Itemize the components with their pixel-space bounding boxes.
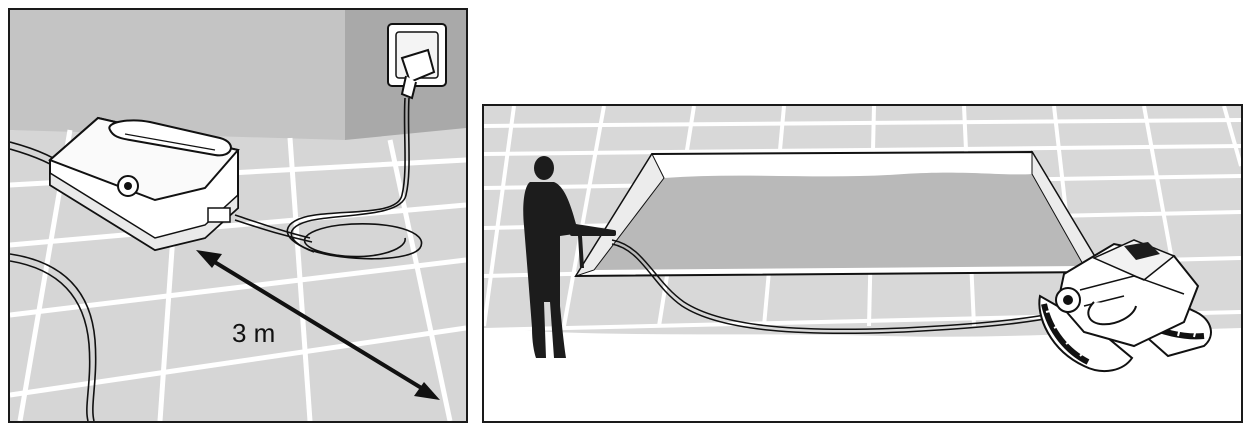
power-supply-placement-panel: 3 m [8,8,468,423]
pool-illustration [484,106,1241,421]
power-supply-icon [48,116,240,252]
foreground [484,328,1241,421]
power-cord-icon [234,97,423,260]
pool-robot-icon [1038,239,1212,373]
pool-deployment-panel [482,104,1243,423]
wall-socket-icon [387,23,447,100]
person-silhouette-icon [523,156,616,358]
distance-label: 3 m [232,318,275,348]
distance-arrow-icon [196,250,440,400]
cable-icon [611,239,1087,335]
pool-icon [574,150,1106,278]
power-supply-illustration: 3 m [10,10,466,421]
